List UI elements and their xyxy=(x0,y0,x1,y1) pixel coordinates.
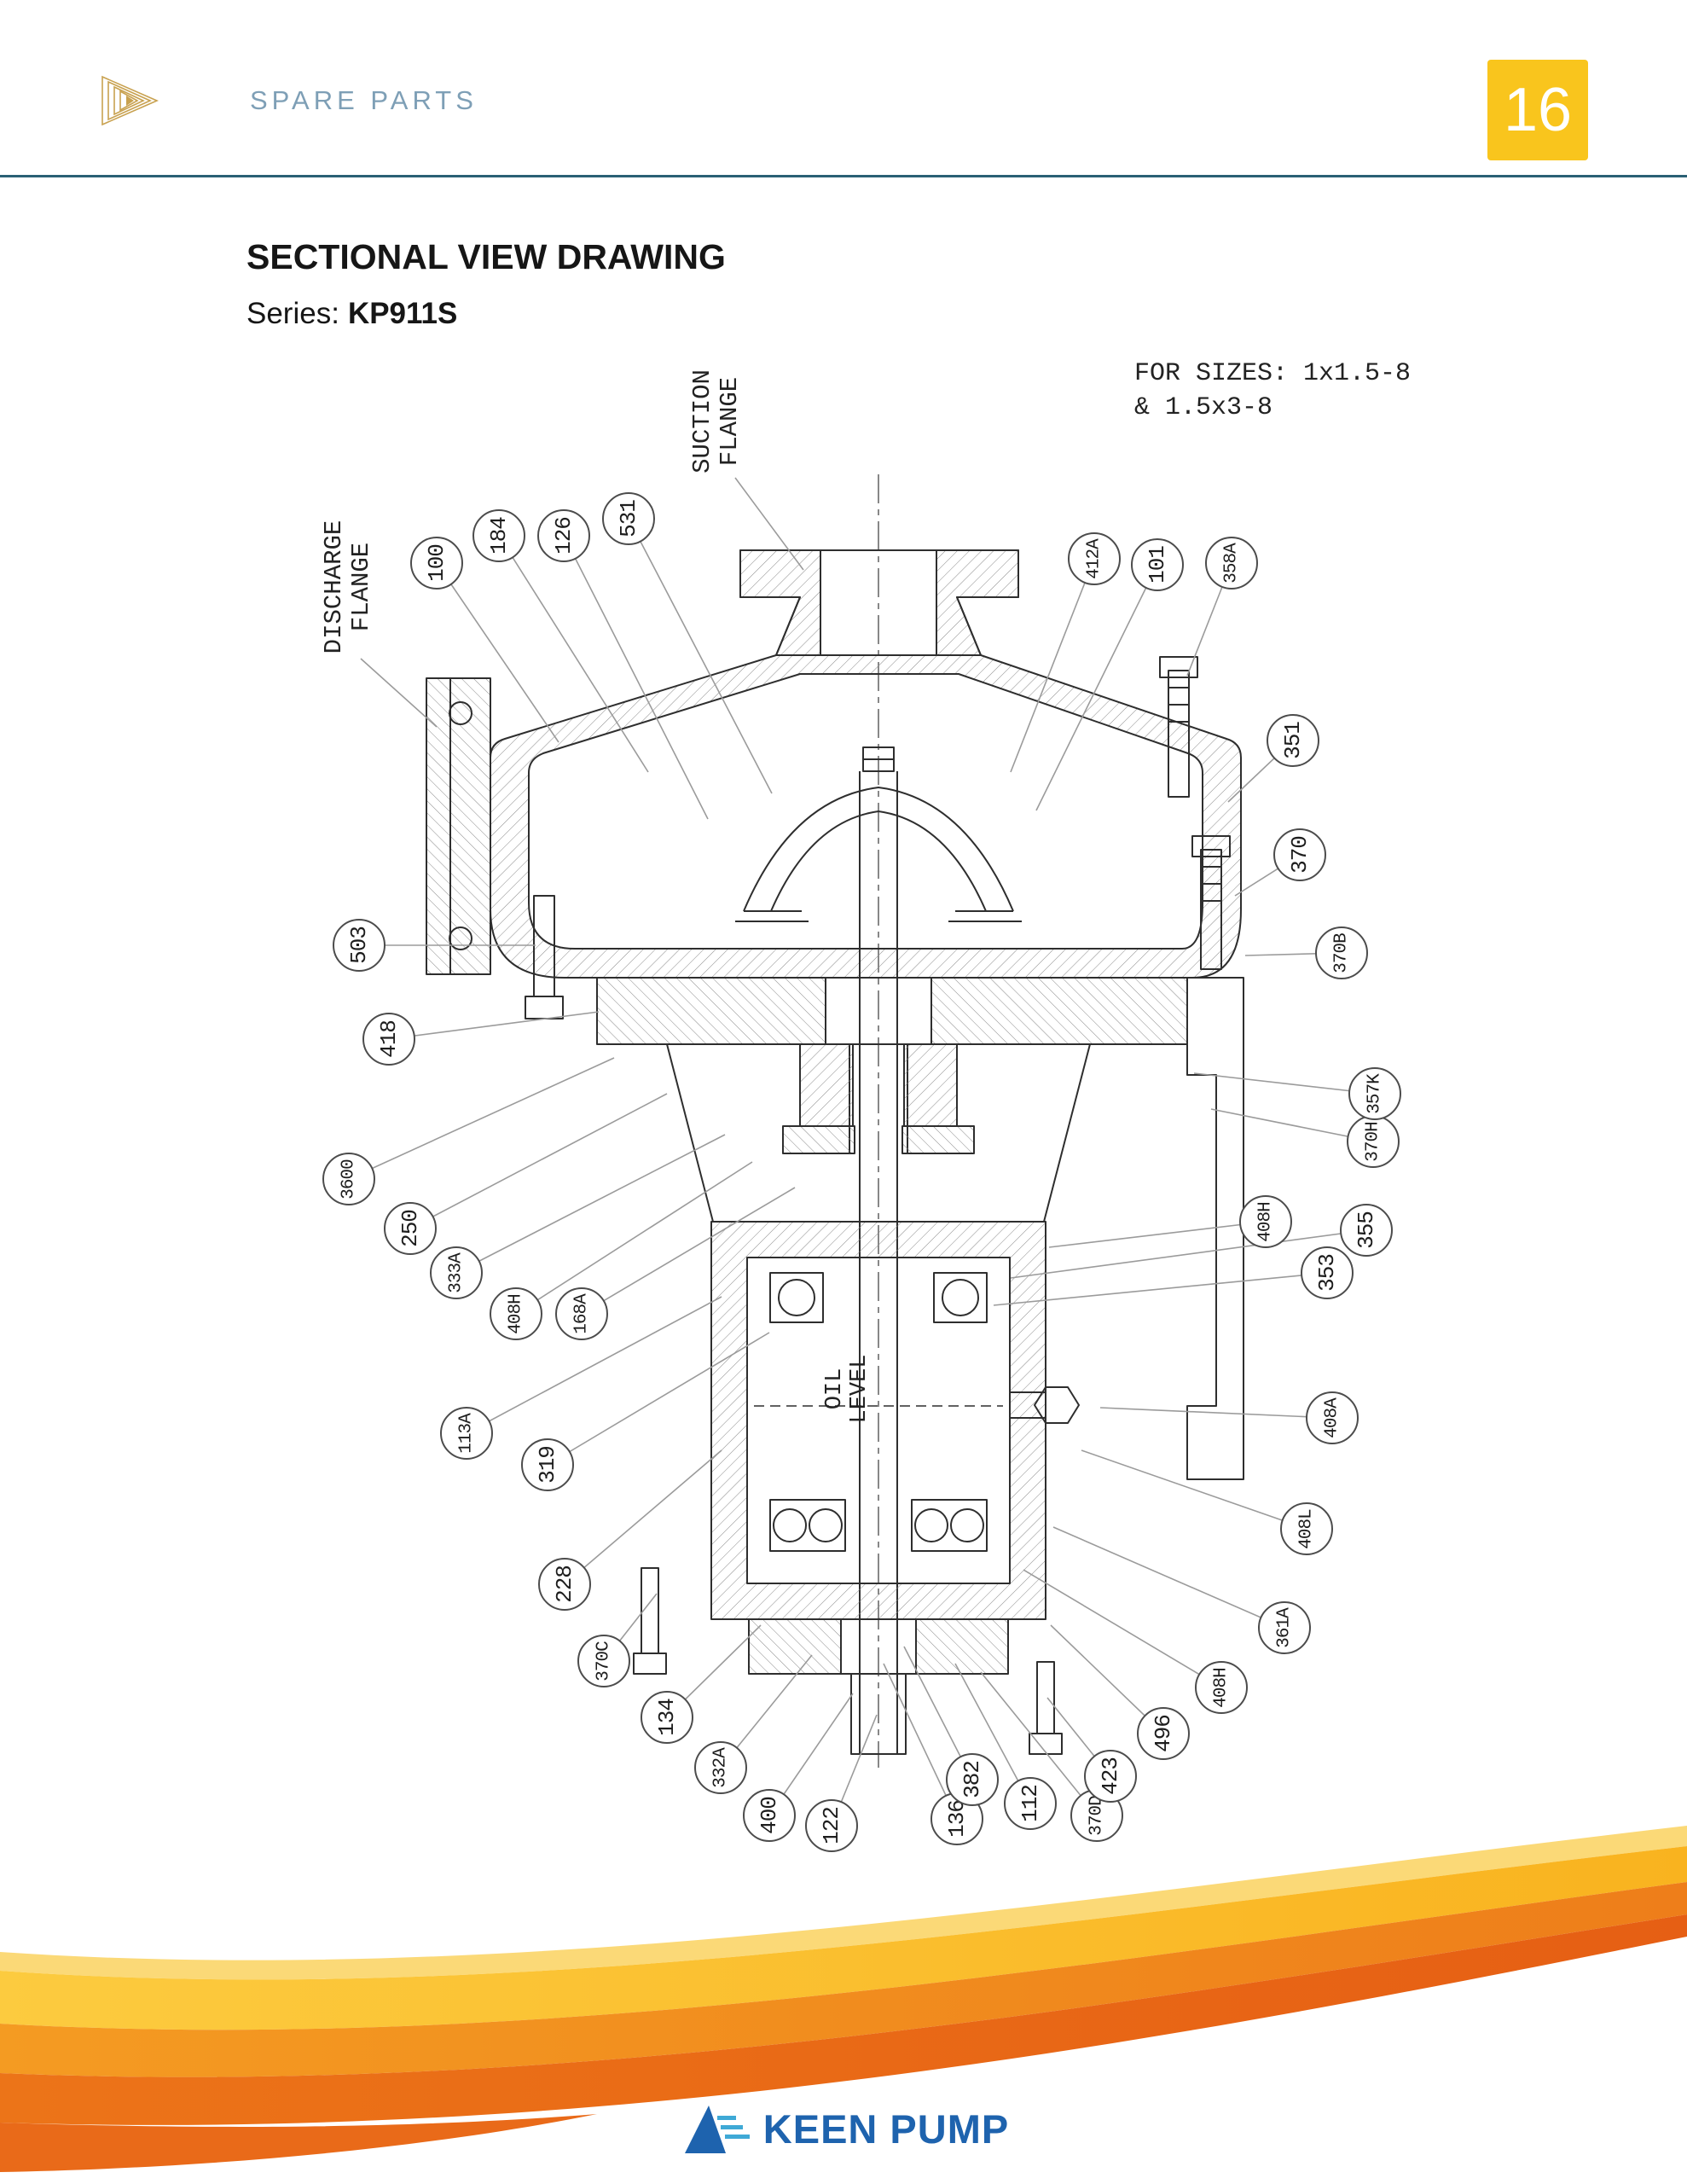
part-number: 423 xyxy=(1098,1757,1123,1795)
part-number: 370H xyxy=(1363,1121,1383,1162)
page-number-badge: 16 xyxy=(1487,60,1588,160)
part-callout-408h-15: 408H xyxy=(490,1287,542,1340)
part-number: 408L xyxy=(1296,1508,1317,1549)
part-callout-496-30: 496 xyxy=(1137,1707,1190,1760)
part-callout-408h-37: 408H xyxy=(1239,1195,1292,1248)
part-number: 408H xyxy=(506,1293,526,1334)
part-number: 250 xyxy=(397,1210,423,1247)
part-number: 353 xyxy=(1314,1254,1340,1292)
part-callout-358a-6: 358A xyxy=(1205,537,1258,590)
size-note-line1: FOR SIZES: 1x1.5-8 xyxy=(1134,359,1412,388)
part-callout-126-2: 126 xyxy=(537,509,590,562)
size-note-line2: & 1.5x3-8 xyxy=(1134,393,1273,422)
part-number: 228 xyxy=(552,1565,577,1603)
part-callout-168a-16: 168A xyxy=(555,1287,608,1340)
part-number: 418 xyxy=(376,1020,402,1058)
label-leader-lines xyxy=(360,477,804,728)
part-callout-355-36: 355 xyxy=(1340,1204,1393,1257)
series-line: Series:KP911S xyxy=(246,297,457,331)
part-callout-531-3: 531 xyxy=(602,492,655,545)
header-divider xyxy=(0,175,1687,177)
part-callout-250-13: 250 xyxy=(384,1202,437,1255)
callout-leader-lines xyxy=(348,518,1376,1827)
part-callout-3600-12: 3600 xyxy=(322,1153,375,1205)
part-number: 319 xyxy=(535,1446,560,1484)
footer-logo: KEEN PUMP xyxy=(0,2100,1687,2157)
oil-level-label-line2: LEVEL xyxy=(847,1354,872,1424)
part-callout-351-7: 351 xyxy=(1267,714,1319,767)
discharge-flange-label-line2: FLANGE xyxy=(347,542,375,632)
part-callout-412a-4: 412A xyxy=(1068,532,1121,585)
part-callout-408l-33: 408L xyxy=(1280,1502,1333,1555)
part-callout-319-18: 319 xyxy=(521,1438,574,1491)
part-callout-370-8: 370 xyxy=(1273,828,1326,881)
part-callout-357k-39: 357K xyxy=(1348,1067,1401,1120)
part-callout-228-19: 228 xyxy=(538,1558,591,1611)
part-number: 126 xyxy=(551,517,577,555)
part-callout-101-5: 101 xyxy=(1131,538,1184,591)
part-number: 503 xyxy=(346,926,372,964)
keen-pump-logo-icon xyxy=(684,2106,750,2153)
part-number: 168A xyxy=(571,1293,592,1334)
part-callout-333a-14: 333A xyxy=(430,1246,483,1299)
suction-flange-label: SUCTION FLANGE xyxy=(688,369,744,473)
part-callout-370c-20: 370C xyxy=(577,1635,630,1687)
pump-body-lines xyxy=(426,474,1244,1768)
part-callout-408h-31: 408H xyxy=(1195,1661,1248,1714)
page-title: SECTIONAL VIEW DRAWING xyxy=(246,237,726,276)
part-number: 332A xyxy=(710,1747,731,1788)
suction-flange-label-line1: SUCTION xyxy=(688,369,716,473)
part-callout-370b-9: 370B xyxy=(1315,926,1368,979)
part-callout-423-29: 423 xyxy=(1084,1750,1137,1803)
part-number: 408H xyxy=(1255,1201,1276,1242)
part-number: 333A xyxy=(446,1252,467,1293)
footer-wave-graphic xyxy=(0,1826,1687,2172)
part-callout-134-21: 134 xyxy=(641,1691,693,1744)
part-callout-332a-22: 332A xyxy=(694,1741,747,1794)
part-number: 358A xyxy=(1221,543,1242,584)
part-number: 370C xyxy=(594,1641,614,1682)
suction-flange-label-line2: FLANGE xyxy=(716,376,744,467)
part-number: 361A xyxy=(1274,1607,1295,1648)
part-callout-370h-38: 370H xyxy=(1347,1115,1400,1168)
part-callout-418-11: 418 xyxy=(362,1013,415,1066)
series-label: Series: xyxy=(246,297,339,330)
discharge-flange-label: DISCHARGE FLANGE xyxy=(320,520,375,654)
part-number: 370B xyxy=(1331,932,1352,973)
part-number: 3600 xyxy=(339,1159,359,1199)
part-callout-361a-32: 361A xyxy=(1258,1601,1311,1654)
part-callout-503-10: 503 xyxy=(333,919,386,972)
oil-level-label-line1: OIL xyxy=(822,1368,848,1410)
keen-pump-logo-text: KEEN PUMP xyxy=(762,2106,1010,2152)
triangle-arrow-icon xyxy=(101,73,172,128)
part-number: 408A xyxy=(1322,1397,1342,1438)
part-number: 370 xyxy=(1287,836,1313,874)
page-number: 16 xyxy=(1503,76,1573,144)
part-number: 412A xyxy=(1084,538,1104,579)
part-callout-353-35: 353 xyxy=(1301,1246,1354,1299)
part-number: 351 xyxy=(1280,722,1306,759)
part-number: 496 xyxy=(1151,1715,1176,1752)
part-callout-100-0: 100 xyxy=(410,537,463,590)
part-number: 113A xyxy=(456,1413,477,1454)
part-callout-408a-34: 408A xyxy=(1306,1391,1359,1444)
part-number: 134 xyxy=(654,1699,680,1736)
part-callout-113a-17: 113A xyxy=(440,1407,493,1460)
series-value: KP911S xyxy=(347,297,458,330)
part-callout-382-26: 382 xyxy=(946,1753,999,1806)
part-number: 184 xyxy=(486,517,512,555)
part-callout-184-1: 184 xyxy=(472,509,525,562)
size-note: FOR SIZES: 1x1.5-8 & 1.5x3-8 xyxy=(1134,357,1411,425)
part-number: 355 xyxy=(1354,1211,1379,1249)
part-number: 101 xyxy=(1145,546,1170,584)
part-number: 531 xyxy=(616,500,641,537)
part-number: 357K xyxy=(1365,1073,1385,1114)
part-number: 100 xyxy=(424,544,449,582)
part-number: 408H xyxy=(1211,1667,1232,1708)
oil-level-label: OIL LEVEL xyxy=(822,1354,872,1424)
section-label: SPARE PARTS xyxy=(250,85,478,115)
part-number: 382 xyxy=(959,1761,985,1798)
discharge-flange-label-line1: DISCHARGE xyxy=(320,520,348,654)
